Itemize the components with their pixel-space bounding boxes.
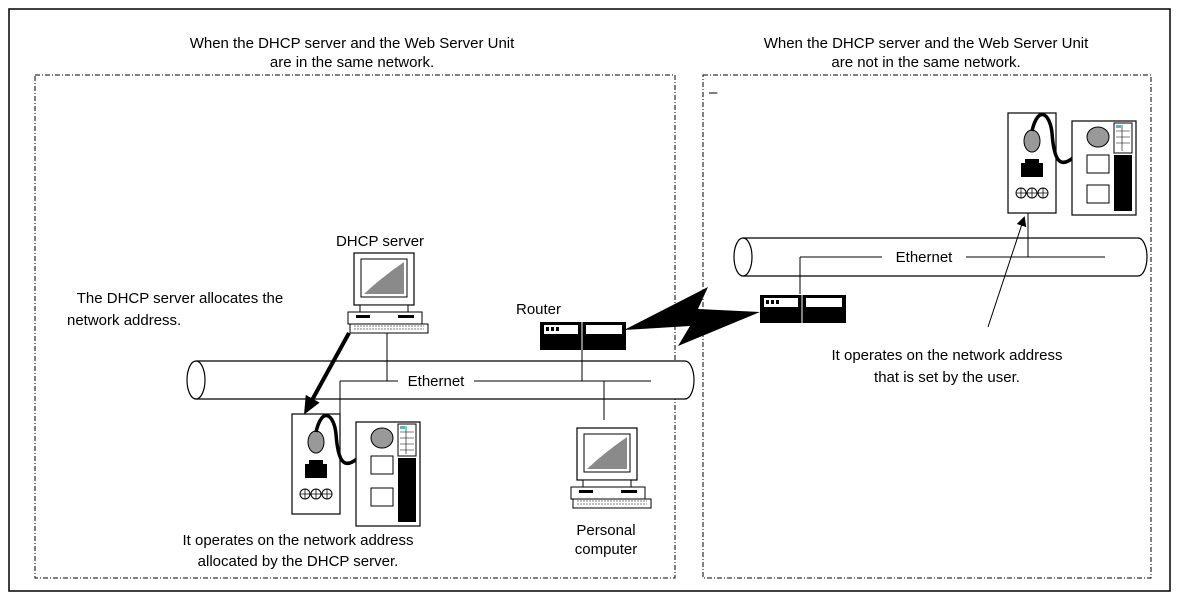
left-title-line2: are in the same network. [270,54,434,71]
dhcp-server-label: DHCP server [336,233,424,250]
pc-label-line1: Personal [576,522,635,539]
operates-left-line1: It operates on the network address [183,532,414,549]
right-title-line1: When the DHCP server and the Web Server … [764,35,1089,52]
plc-unit-icon [1007,112,1137,216]
operates-right-line1: It operates on the network address [832,347,1063,364]
right-title-line2: are not in the same network. [831,54,1020,71]
operates-right-line2: that is set by the user. [874,369,1020,386]
router-icon [760,295,846,323]
wan-link-icon [624,287,760,346]
plc-unit-icon [291,413,421,527]
ethernet-label-bg-right [882,248,966,266]
allocates-line2: network address. [67,312,181,329]
right-marker: – [709,84,718,101]
computer-icon [570,427,652,509]
pc-label-line2: computer [575,541,638,558]
ethernet-label-left: Ethernet [408,373,466,390]
ethernet-label-right: Ethernet [896,249,954,266]
user-set-arrow [987,216,1027,328]
router-icon [540,322,626,350]
left-title-line1: When the DHCP server and the Web Server … [190,35,515,52]
allocate-arrow [304,332,351,415]
ethernet-label-bg [398,372,474,390]
computer-icon [347,252,429,334]
operates-left-line2: allocated by the DHCP server. [198,553,399,570]
router-label: Router [516,301,561,318]
allocates-line1: The DHCP server allocates the [77,290,283,307]
outer-frame [8,8,1171,592]
